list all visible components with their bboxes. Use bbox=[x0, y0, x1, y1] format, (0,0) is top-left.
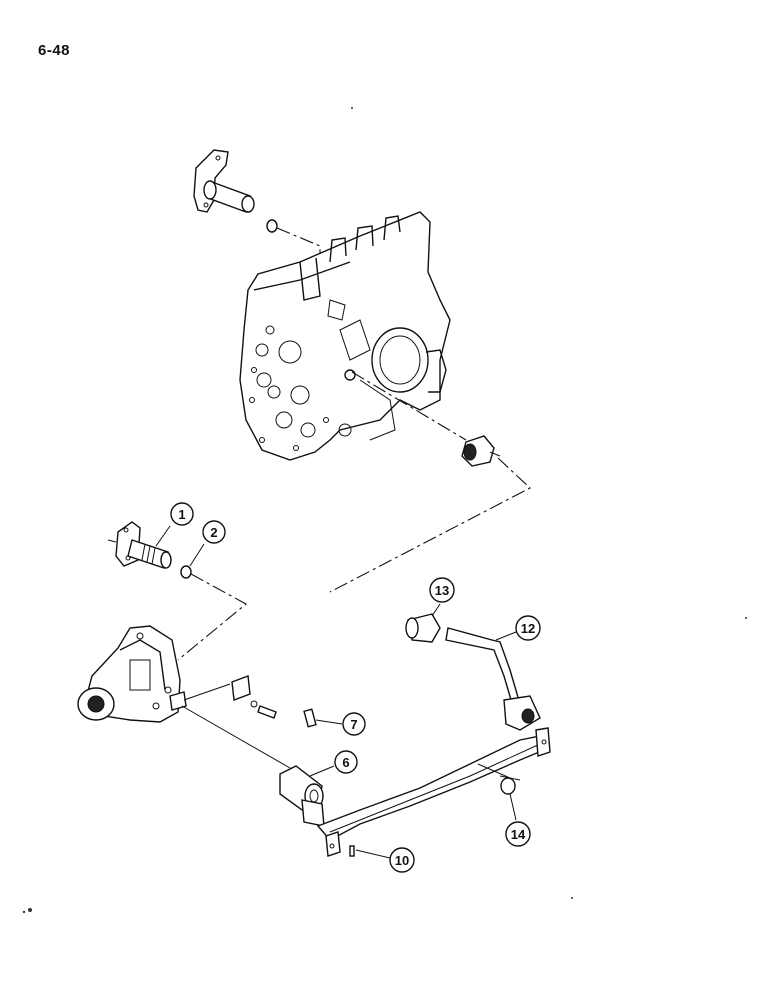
svg-text:10: 10 bbox=[395, 853, 409, 868]
svg-text:1: 1 bbox=[178, 507, 185, 522]
retaining-clip bbox=[499, 775, 521, 795]
callout-12: 12 bbox=[495, 615, 541, 641]
cotter-pin bbox=[349, 845, 355, 857]
pump-plate-and-bolt bbox=[231, 675, 277, 719]
svg-text:6: 6 bbox=[342, 755, 349, 770]
callout-14: 14 bbox=[505, 793, 531, 847]
callout-6: 6 bbox=[309, 750, 358, 777]
upper-snap-ring bbox=[266, 219, 278, 233]
upper-bracket-shaft bbox=[193, 149, 255, 213]
coupling-to-lever-line bbox=[329, 457, 531, 593]
scan-specks bbox=[22, 107, 747, 914]
shift-lever-arm bbox=[316, 727, 551, 857]
callout-7: 7 bbox=[315, 712, 366, 736]
bushing bbox=[279, 765, 325, 827]
page-number: 6-48 bbox=[38, 42, 71, 59]
callout-13: 13 bbox=[429, 577, 455, 617]
svg-text:14: 14 bbox=[511, 827, 526, 842]
engine-housing bbox=[239, 211, 451, 461]
handle-knob bbox=[405, 613, 441, 643]
callout-2: 2 bbox=[189, 520, 226, 567]
svg-text:13: 13 bbox=[435, 583, 449, 598]
clip-line bbox=[477, 763, 511, 779]
pump-to-bushing-line bbox=[181, 705, 291, 769]
callout-1: 1 bbox=[155, 502, 194, 547]
pump-housing bbox=[77, 625, 187, 723]
svg-text:2: 2 bbox=[210, 525, 217, 540]
shaft-o-ring bbox=[180, 565, 192, 579]
left-shaft-bracket bbox=[107, 521, 172, 569]
svg-text:7: 7 bbox=[350, 717, 357, 732]
roll-pin bbox=[303, 708, 317, 728]
shaft-assembly-line bbox=[177, 573, 247, 661]
shift-coupling bbox=[461, 435, 501, 467]
pump-plate-line bbox=[183, 683, 231, 701]
housing-to-coupling-line bbox=[351, 371, 467, 441]
callout-10: 10 bbox=[355, 847, 415, 873]
svg-text:12: 12 bbox=[521, 621, 535, 636]
shift-handle bbox=[445, 627, 541, 731]
